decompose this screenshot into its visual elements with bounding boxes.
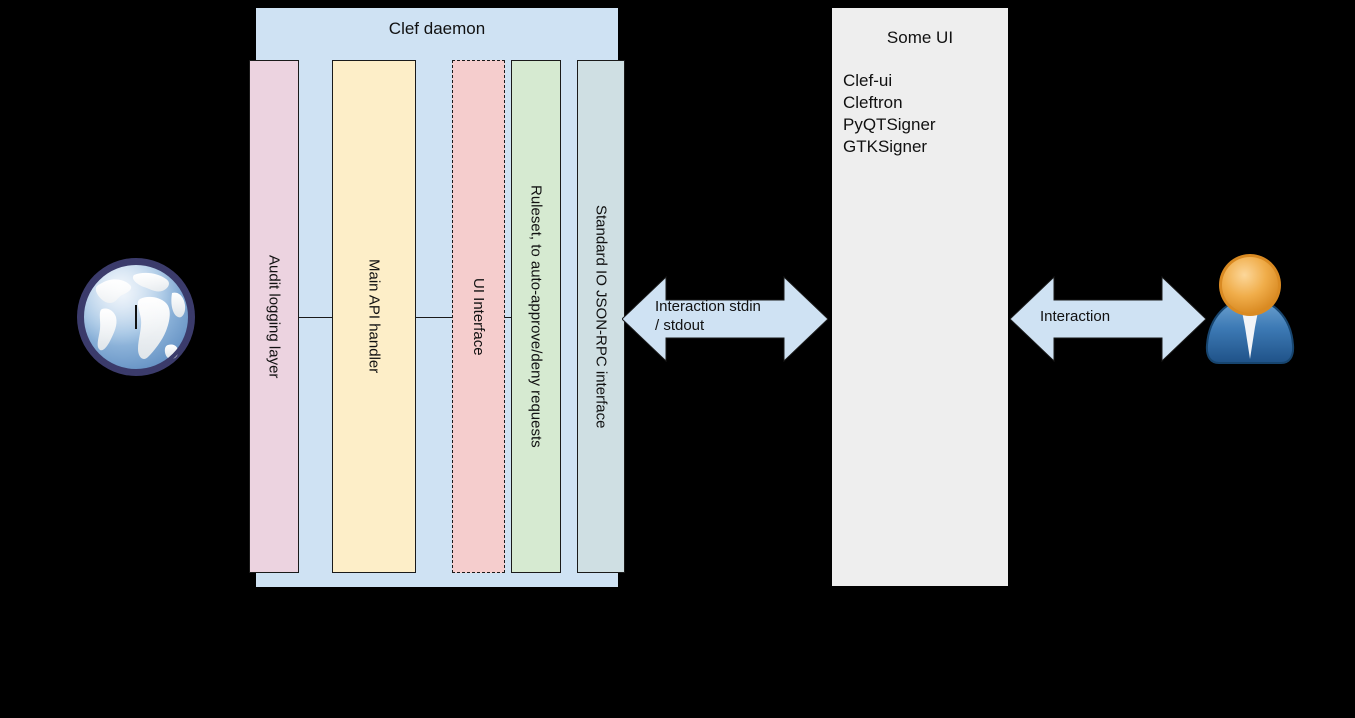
component-audit-logging-layer[interactable]: Audit logging layer: [249, 60, 299, 573]
list-item: Cleftron: [843, 93, 903, 112]
component-label: Ruleset, to auto-approve/deny requests: [527, 185, 545, 448]
connector-ui-to-ruleset: [504, 317, 512, 318]
connector-audit-to-api: [299, 317, 333, 318]
user-icon: [1199, 249, 1301, 371]
connector-api-to-ui: [415, 317, 453, 318]
list-item: PyQTSigner: [843, 115, 936, 134]
list-item: GTKSigner: [843, 137, 928, 156]
component-ruleset[interactable]: Ruleset, to auto-approve/deny requests: [511, 60, 561, 573]
list-item: Clef-ui: [843, 71, 893, 90]
component-label: Standard IO JSON-RPC interface: [592, 204, 610, 429]
component-label: UI Interface: [470, 277, 487, 356]
clef-daemon-title: Clef daemon: [388, 19, 486, 38]
clef-daemon-container: [256, 8, 618, 587]
globe-icon: [72, 253, 200, 381]
arrow-ui-to-user: [1010, 275, 1206, 363]
arrow-daemon-to-ui: [622, 275, 828, 363]
some-ui-title: Some UI: [886, 28, 954, 47]
component-label: Audit logging layer: [265, 254, 283, 379]
component-ui-interface[interactable]: UI Interface: [452, 60, 505, 573]
some-ui-list: Clef-ui Cleftron PyQTSigner GTKSigner: [843, 70, 936, 158]
component-main-api-handler[interactable]: Main API handler: [332, 60, 416, 573]
arrow-daemon-to-ui-label: Interaction stdin / stdout: [655, 298, 761, 334]
component-stdio-jsonrpc-interface[interactable]: Standard IO JSON-RPC interface: [577, 60, 625, 573]
arrow-ui-to-user-label: Interaction: [1040, 308, 1111, 325]
some-ui-panel[interactable]: Some UI Clef-ui Cleftron PyQTSigner GTKS…: [832, 8, 1008, 586]
component-label: Main API handler: [365, 259, 383, 374]
